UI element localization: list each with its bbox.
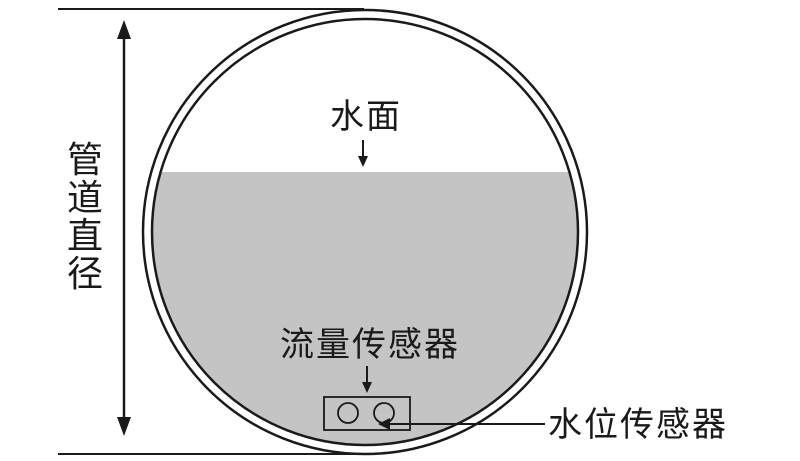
pipe-diameter-label: 管 道 直 径 — [67, 140, 103, 295]
water-surface-arrow — [358, 140, 368, 167]
diameter-arrow — [117, 20, 131, 436]
level-sensor-arrow — [378, 418, 545, 430]
flow-sensor-label: 流量传感器 — [280, 325, 460, 365]
pipe-diameter-char: 径 — [67, 254, 103, 295]
pipe-outer-wall — [141, 8, 589, 456]
level-sensor-label: 水位传感器 — [548, 405, 728, 445]
water-body — [152, 172, 578, 445]
pipe-diameter-char: 道 — [67, 178, 103, 219]
pipe-inner-wall — [150, 17, 580, 447]
flow-sensor-element — [337, 402, 359, 424]
pipe-diameter-char: 管 — [67, 140, 103, 181]
water-surface-label: 水面 — [330, 97, 402, 137]
flow-sensor-arrow — [362, 366, 372, 393]
pipe-diameter-char: 直 — [67, 216, 103, 257]
